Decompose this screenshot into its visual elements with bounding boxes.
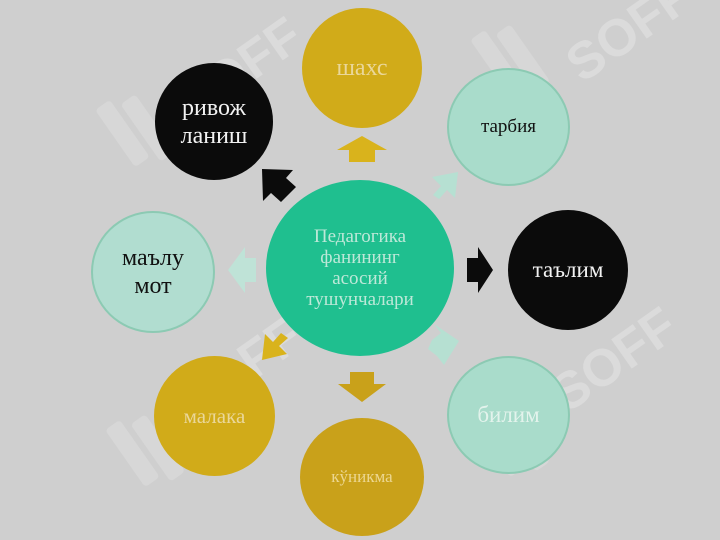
- node-malumot-label: маълу мот: [121, 245, 185, 299]
- arrow-right-icon: [467, 247, 493, 293]
- node-malaka-label: малака: [183, 403, 246, 428]
- center-concept-label: Педагогика фанининг асосий тушунчалари: [306, 226, 414, 310]
- arrow-up-left-icon: [262, 169, 296, 202]
- node-malaka: малака: [154, 356, 275, 476]
- arrow-down-icon: [338, 372, 386, 402]
- arrow-left-icon: [228, 247, 256, 293]
- center-concept-node: Педагогика фанининг асосий тушунчалари: [266, 180, 454, 356]
- node-bilim-label: билим: [477, 402, 540, 427]
- node-talim-label: таълим: [532, 257, 604, 282]
- node-shaxs: шахс: [302, 8, 422, 128]
- node-malumot: маълу мот: [91, 211, 215, 333]
- node-shaxs-label: шахс: [336, 54, 388, 81]
- arrow-down-left-icon: [262, 333, 288, 360]
- arrow-up-right-icon: [432, 172, 458, 199]
- node-rivojlanish-label: ривож ланиш: [180, 94, 248, 149]
- arrow-up-icon: [337, 136, 387, 162]
- node-konikma: кўникма: [300, 418, 424, 536]
- node-tarbiya-label: тарбия: [480, 116, 537, 137]
- arrow-down-right-icon: [428, 324, 459, 365]
- node-konikma-label: кўникма: [331, 467, 393, 486]
- node-bilim: билим: [447, 356, 570, 474]
- node-talim: таълим: [508, 210, 628, 330]
- node-rivojlanish: ривож ланиш: [155, 63, 273, 180]
- node-tarbiya: тарбия: [447, 68, 570, 186]
